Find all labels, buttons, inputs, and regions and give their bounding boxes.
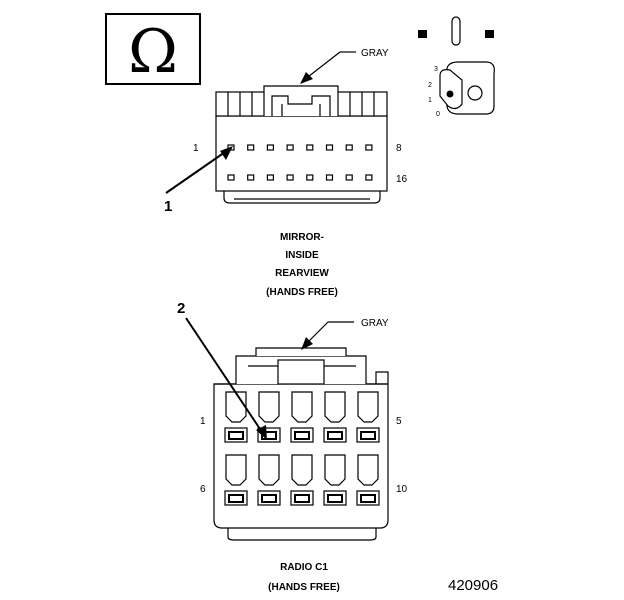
mirror-pin-1-label: 1 — [193, 143, 199, 154]
radio-pin-10-label: 10 — [396, 484, 408, 495]
key-position-1: 1 — [428, 97, 432, 104]
mirror-pin-cavity — [266, 174, 274, 181]
mirror-pin-cavity — [325, 174, 334, 181]
mirror-color-label: GRAY — [361, 48, 389, 59]
mirror-pin-cavity — [345, 144, 353, 151]
mirror-caption-line-4: (HANDS FREE) — [266, 287, 338, 298]
mirror-connector: 1 8 16 GRAY 1 — [164, 48, 408, 215]
mirror-pin-cavity — [306, 144, 314, 151]
radio-pin-cavity — [290, 391, 314, 443]
radio-pin-cavity — [323, 391, 347, 443]
mirror-pin-cavity — [247, 144, 255, 151]
radio-pin-cavity — [224, 391, 248, 443]
mirror-pin-cavity — [345, 174, 353, 181]
mirror-pin-cavity — [306, 174, 314, 181]
mirror-pin-cavity — [286, 144, 294, 151]
omega-glyph: Ω — [128, 17, 178, 87]
radio-pin-5-label: 5 — [396, 416, 402, 427]
mirror-pin-cavity — [227, 174, 235, 181]
mirror-pin-cavity — [365, 144, 373, 151]
mirror-caption-line-3: REARVIEW — [275, 268, 329, 279]
ignition-key-icon: 3 2 1 0 — [418, 16, 495, 118]
key-position-3: 3 — [434, 66, 438, 73]
radio-caption-line-2: (HANDS FREE) — [268, 582, 340, 593]
radio-pin-cavity — [257, 454, 281, 506]
callout-2: 2 — [177, 300, 185, 317]
radio-pin-cavity — [290, 454, 314, 506]
radio-caption: RADIO C1 (HANDS FREE) — [268, 562, 340, 593]
mirror-pin-cavity — [325, 144, 334, 151]
callout-1: 1 — [164, 198, 172, 215]
mirror-caption-line-1: MIRROR- — [280, 232, 324, 243]
radio-pin-cavity — [323, 454, 347, 506]
radio-pin-cavity — [224, 454, 248, 506]
radio-connector: 1 5 6 10 GRAY 2 — [177, 300, 408, 541]
radio-pin-cavity — [257, 391, 281, 443]
mirror-caption: MIRROR- INSIDE REARVIEW (HANDS FREE) — [266, 232, 338, 298]
radio-color-label: GRAY — [361, 318, 389, 329]
mirror-pin-cavity — [266, 144, 274, 151]
omega-symbol-icon: Ω — [105, 13, 201, 87]
key-position-0: 0 — [436, 111, 440, 118]
mirror-top-ribs — [227, 92, 375, 116]
mirror-pin-16-label: 16 — [396, 174, 408, 185]
mirror-pin-8-label: 8 — [396, 143, 402, 154]
radio-pin-cavity — [356, 454, 380, 506]
key-position-2: 2 — [428, 82, 432, 89]
radio-pin-6-label: 6 — [200, 484, 206, 495]
mirror-pin-cavity — [286, 174, 294, 181]
mirror-caption-line-2: INSIDE — [285, 250, 319, 261]
radio-caption-line-1: RADIO C1 — [280, 562, 328, 573]
mirror-pin-cavity — [247, 174, 255, 181]
radio-pin-1-label: 1 — [200, 416, 206, 427]
radio-pin-cavities — [224, 391, 380, 506]
figure-number: 420906 — [448, 577, 498, 594]
radio-pin-cavity — [356, 391, 380, 443]
mirror-pin-cavity — [365, 174, 373, 181]
